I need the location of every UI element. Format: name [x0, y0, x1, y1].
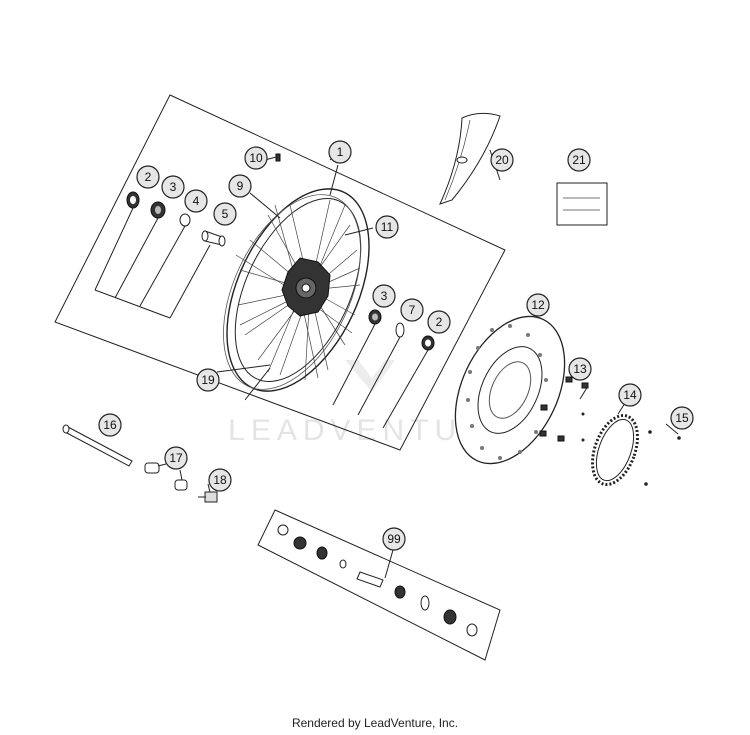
valve-10 — [275, 153, 281, 162]
callout-10[interactable]: 10 — [244, 146, 268, 170]
svg-text:16: 16 — [103, 418, 117, 432]
svg-text:10: 10 — [249, 151, 263, 165]
callout-17[interactable]: 17 — [164, 446, 188, 470]
callout-19[interactable]: 19 — [196, 368, 220, 392]
footer-credit: Rendered by LeadVenture, Inc. — [291, 716, 459, 730]
svg-text:3: 3 — [381, 289, 388, 303]
kit-99 — [257, 509, 501, 661]
sensor-ring-14 — [581, 412, 639, 487]
callout-5[interactable]: 5 — [213, 202, 237, 226]
spacers-17 — [144, 462, 188, 491]
svg-text:18: 18 — [213, 473, 227, 487]
callout-13[interactable]: 13 — [568, 357, 592, 381]
svg-text:20: 20 — [495, 153, 509, 167]
callout-4[interactable]: 4 — [184, 189, 208, 213]
svg-text:99: 99 — [387, 532, 401, 546]
svg-text:13: 13 — [573, 362, 587, 376]
callout-3-right[interactable]: 3 — [372, 284, 396, 308]
tube-20 — [439, 112, 501, 205]
callout-2-right[interactable]: 2 — [427, 310, 451, 334]
sticker-21 — [556, 182, 608, 226]
callout-20[interactable]: 20 — [490, 148, 514, 172]
callout-15[interactable]: 15 — [670, 406, 694, 430]
callout-9[interactable]: 9 — [228, 174, 252, 198]
svg-text:17: 17 — [169, 451, 183, 465]
svg-text:2: 2 — [436, 315, 443, 329]
svg-text:14: 14 — [623, 388, 637, 402]
screws-15 — [644, 430, 681, 486]
left-bearings — [94, 191, 271, 401]
svg-text:12: 12 — [531, 298, 545, 312]
right-bearings — [332, 309, 435, 429]
callout-7[interactable]: 7 — [400, 298, 424, 322]
svg-text:9: 9 — [237, 179, 244, 193]
callouts: 1 2 3 4 5 9 10 11 3 7 2 19 20 21 12 13 1… — [98, 140, 694, 551]
callout-2-left[interactable]: 2 — [136, 165, 160, 189]
circlip-7 — [395, 322, 405, 338]
axle-16 — [62, 424, 133, 467]
svg-text:7: 7 — [409, 303, 416, 317]
brake-disc-12 — [454, 315, 566, 465]
callout-11[interactable]: 11 — [375, 215, 399, 239]
svg-text:3: 3 — [170, 180, 177, 194]
callout-14[interactable]: 14 — [618, 383, 642, 407]
svg-text:4: 4 — [193, 194, 200, 208]
wheel-rim — [223, 188, 370, 392]
bolt-18 — [198, 491, 218, 503]
svg-text:11: 11 — [381, 220, 394, 234]
svg-text:5: 5 — [222, 207, 229, 221]
svg-text:2: 2 — [145, 170, 152, 184]
svg-text:15: 15 — [675, 411, 689, 425]
screws-13 — [539, 376, 589, 442]
wheel-assembly-frame — [54, 94, 506, 451]
callout-21[interactable]: 21 — [567, 148, 591, 172]
callout-12[interactable]: 12 — [526, 293, 550, 317]
callout-99[interactable]: 99 — [382, 527, 406, 551]
callout-18[interactable]: 18 — [208, 468, 232, 492]
spacer-5 — [218, 235, 226, 247]
svg-text:1: 1 — [337, 145, 344, 159]
leader-lines — [157, 149, 679, 579]
callout-16[interactable]: 16 — [98, 413, 122, 437]
callout-3-left[interactable]: 3 — [161, 175, 185, 199]
svg-text:21: 21 — [572, 153, 586, 167]
svg-text:19: 19 — [201, 373, 215, 387]
seal-4 — [179, 213, 191, 227]
callout-1[interactable]: 1 — [328, 140, 352, 164]
